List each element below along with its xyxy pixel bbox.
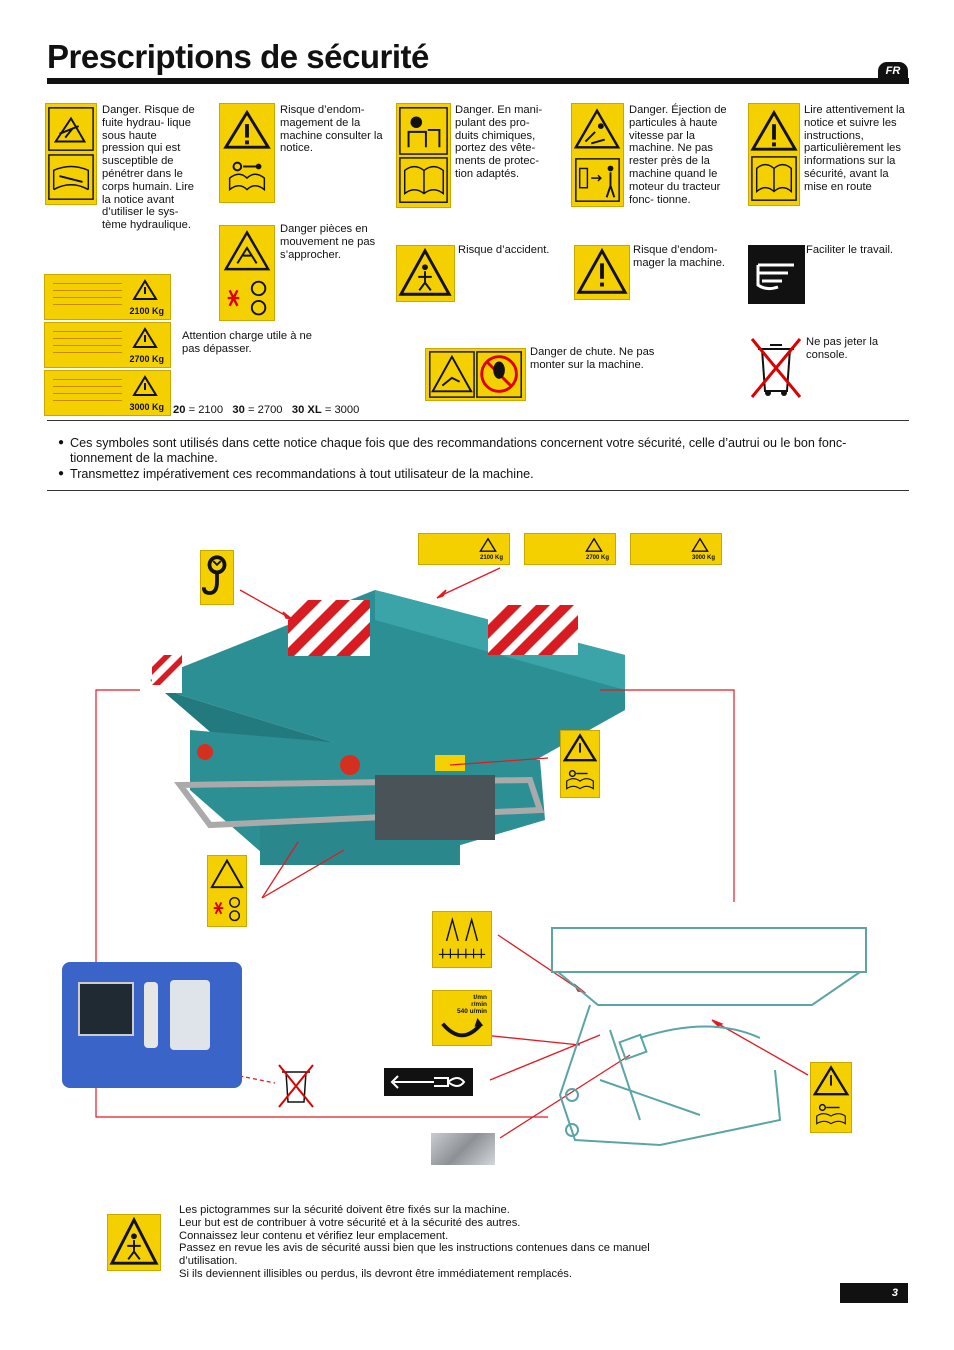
pto-shaft-icon xyxy=(384,1068,473,1096)
machine-damage-icon xyxy=(574,245,630,300)
safety-note: Transmettez impérativement ces recommand… xyxy=(58,467,903,482)
load-limit-text: Attention charge utile à ne pas dépasser… xyxy=(182,330,312,355)
damage-manual-icon-right xyxy=(810,1062,852,1133)
model-30-value: = 2700 xyxy=(247,404,283,416)
model-20-value: = 2100 xyxy=(188,404,224,416)
machine-damage-text: Risque d’endom- mager la machine. xyxy=(633,244,726,269)
load-label-2100: 2100 Kg xyxy=(44,274,171,320)
load-label-value: 3000 Kg xyxy=(129,402,164,412)
damage-manual-text: Risque d’endom- magement de la machine c… xyxy=(280,104,383,155)
footer-line: Connaissez leur contenu et vérifiez leur… xyxy=(179,1229,449,1242)
language-badge: FR xyxy=(878,62,908,80)
identification-plate xyxy=(431,1133,495,1165)
console-button-column xyxy=(144,982,158,1048)
model-30: 30 xyxy=(232,404,245,416)
crossed-bin-icon xyxy=(748,335,804,400)
safety-notes: Ces symboles sont utilisés dans cette no… xyxy=(58,436,903,484)
load-label-value: 2100 Kg xyxy=(479,555,503,561)
load-label-small-3000: 3000 Kg xyxy=(630,533,722,565)
moving-parts-icon-small xyxy=(207,855,247,927)
console-disposal-text: Ne pas jeter la console. xyxy=(806,336,879,361)
lifting-hook-icon xyxy=(200,550,234,605)
footer-line: Passez en revue les avis de sécurité aus… xyxy=(179,1242,650,1255)
pto-speed-text: t/mn r/min 540 u/min xyxy=(457,994,487,1015)
spread-pattern-icon xyxy=(432,911,492,968)
pto-speed-line: r/min xyxy=(471,1001,487,1008)
read-manual-text: Lire attentivement la notice et suivre l… xyxy=(804,104,905,193)
spreader-illustration xyxy=(95,567,867,1147)
particle-ejection-icon xyxy=(571,103,624,207)
model-30xl: 30 XL xyxy=(291,404,322,416)
title-rule xyxy=(47,78,909,84)
footer-line: Si ils deviennent illisibles ou perdus, … xyxy=(179,1267,572,1280)
fall-danger-icon xyxy=(425,348,526,401)
pto-speed-line: t/mn xyxy=(473,994,487,1001)
model-capacity-list: 20 = 2100 30 = 2700 30 XL = 3000 xyxy=(173,404,359,417)
model-30xl-value: = 3000 xyxy=(324,404,360,416)
accident-risk-text: Risque d’accident. xyxy=(458,244,550,256)
load-label-small-2100: 2100 Kg xyxy=(418,533,510,565)
hydraulic-warning-icon xyxy=(45,103,97,205)
particle-ejection-text: Danger. Éjection de particules à haute v… xyxy=(629,104,727,206)
section-divider xyxy=(47,490,909,491)
accident-risk-icon-bottom xyxy=(107,1214,161,1271)
console-keypad xyxy=(170,980,210,1050)
safety-footer-text: Les pictogrammes sur la sécurité doivent… xyxy=(179,1204,650,1281)
moving-parts-text: Danger pièces en mouvement ne pas s’appr… xyxy=(280,223,376,261)
model-20: 20 xyxy=(173,404,186,416)
moving-parts-icon xyxy=(219,225,275,321)
accident-risk-icon xyxy=(396,245,455,302)
footer-line: Les pictogrammes sur la sécurité doivent… xyxy=(179,1204,510,1216)
load-label-3000: 3000 Kg xyxy=(44,370,171,416)
read-manual-icon xyxy=(748,103,800,206)
load-label-2700: 2700 Kg xyxy=(44,322,171,368)
pto-speed-line: 540 u/min xyxy=(457,1008,487,1015)
page-title: Prescriptions de sécurité xyxy=(47,38,429,75)
damage-manual-icon xyxy=(219,103,275,203)
console-screen xyxy=(78,982,134,1036)
facilitate-work-text: Faciliter le travail. xyxy=(806,244,894,256)
pointing-hand-icon xyxy=(748,245,805,304)
footer-line: Leur but est de contribuer à votre sécur… xyxy=(179,1216,521,1229)
footer-line: d’utilisation. xyxy=(179,1255,238,1268)
section-divider xyxy=(47,420,909,421)
load-label-value: 2700 Kg xyxy=(129,354,164,364)
fall-danger-text: Danger de chute. Ne pas monter sur la ma… xyxy=(530,346,655,371)
load-label-small-2700: 2700 Kg xyxy=(524,533,616,565)
chemical-protection-icon xyxy=(396,103,451,208)
damage-manual-icon-small xyxy=(560,730,600,798)
page-number: 3 xyxy=(840,1283,908,1303)
load-label-value: 2700 Kg xyxy=(585,555,609,561)
control-console xyxy=(62,962,242,1088)
chemical-protection-text: Danger. En mani- pulant des pro- duits c… xyxy=(455,104,543,180)
load-label-value: 3000 Kg xyxy=(691,555,715,561)
safety-note: Ces symboles sont utilisés dans cette no… xyxy=(58,436,903,465)
crossed-bin-icon-small xyxy=(276,1062,316,1110)
hydraulic-warning-text: Danger. Risque de fuite hydrau- lique so… xyxy=(102,104,195,232)
load-label-value: 2100 Kg xyxy=(129,306,164,316)
pto-speed-icon: t/mn r/min 540 u/min xyxy=(432,990,492,1046)
